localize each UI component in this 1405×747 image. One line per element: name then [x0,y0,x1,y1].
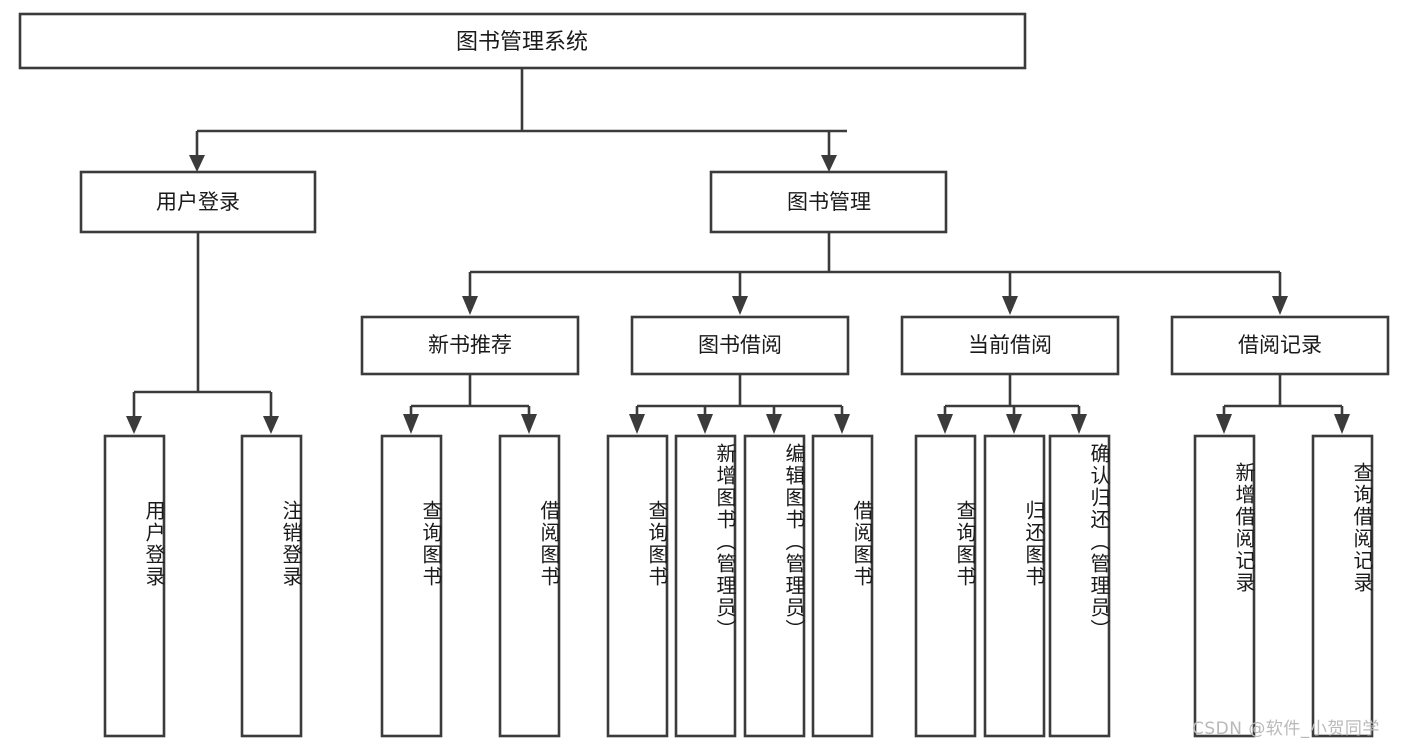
arrow-to-leaf-bb-borrow-book [834,414,850,434]
arrow-to-leaf-nb-query-book [403,414,419,434]
leaf-nb-query-book[interactable] [380,434,443,738]
connector-borrow-record-to-leaves [1222,374,1344,418]
leaf-bb-borrow-book[interactable] [811,434,874,738]
leaf-nb-borrow-book[interactable] [498,434,561,738]
connector-current-borrow-to-leaves [943,374,1081,418]
leaf-bb-edit-book[interactable] [743,434,806,738]
arrow-to-leaf-bb-add-book [697,414,713,434]
arrow-to-new-book-recommend [462,296,478,315]
leaf-cb-return-book[interactable] [983,434,1046,738]
arrow-to-borrow-record [1272,296,1288,315]
node-book-borrow-label: 图书借阅 [698,333,782,357]
leaf-user-login[interactable] [103,434,166,738]
node-user-login[interactable] [79,170,317,234]
arrow-to-current-borrow [1002,296,1018,315]
arrow-to-leaf-user-login [126,416,142,434]
leaf-br-add-record[interactable] [1193,434,1256,738]
arrow-to-leaf-bb-edit-book [766,414,782,434]
connector-book-borrow-to-leaves [635,374,844,418]
arrow-to-user-login [189,155,205,172]
connector-user-login-to-leaves [132,232,273,418]
leaf-br-query-record[interactable] [1311,434,1374,738]
node-user-login-label: 用户登录 [156,190,240,214]
leaf-bb-add-book[interactable] [674,434,737,738]
arrow-to-leaf-br-add-record [1216,414,1232,434]
node-new-book-recommend-label: 新书推荐 [428,333,512,357]
arrow-to-leaf-cb-return-book [1006,414,1022,434]
arrow-to-leaf-cb-confirm-return [1071,414,1087,434]
node-root-label: 图书管理系统 [456,30,588,55]
node-current-borrow[interactable] [900,315,1120,376]
arrow-to-leaf-logout [263,416,279,434]
arrow-to-leaf-nb-borrow-book [521,414,537,434]
leaf-logout[interactable] [240,434,303,738]
node-borrow-record-label: 借阅记录 [1238,333,1322,357]
arrow-to-leaf-cb-query-book [937,414,953,434]
connector-book-management-to-level3 [468,232,1282,298]
watermark-csdn: CSDN @软件_小贺同学 [1192,719,1380,739]
arrow-to-book-management [821,155,837,172]
node-new-book-recommend[interactable] [360,315,580,376]
leaf-cb-confirm-return[interactable] [1048,434,1111,738]
leaf-cb-query-book[interactable] [914,434,977,738]
leaf-bb-query-book[interactable] [606,434,669,738]
connector-root-to-level2 [195,68,847,157]
connector-new-book-to-leaves [409,374,531,418]
arrow-to-book-borrow [732,296,748,315]
node-current-borrow-label: 当前借阅 [968,333,1052,357]
node-root-book-management-system[interactable] [18,12,1027,70]
arrow-to-leaf-br-query-record [1334,414,1350,434]
arrow-to-leaf-bb-query-book [629,414,645,434]
node-book-management-label: 图书管理 [787,190,871,214]
